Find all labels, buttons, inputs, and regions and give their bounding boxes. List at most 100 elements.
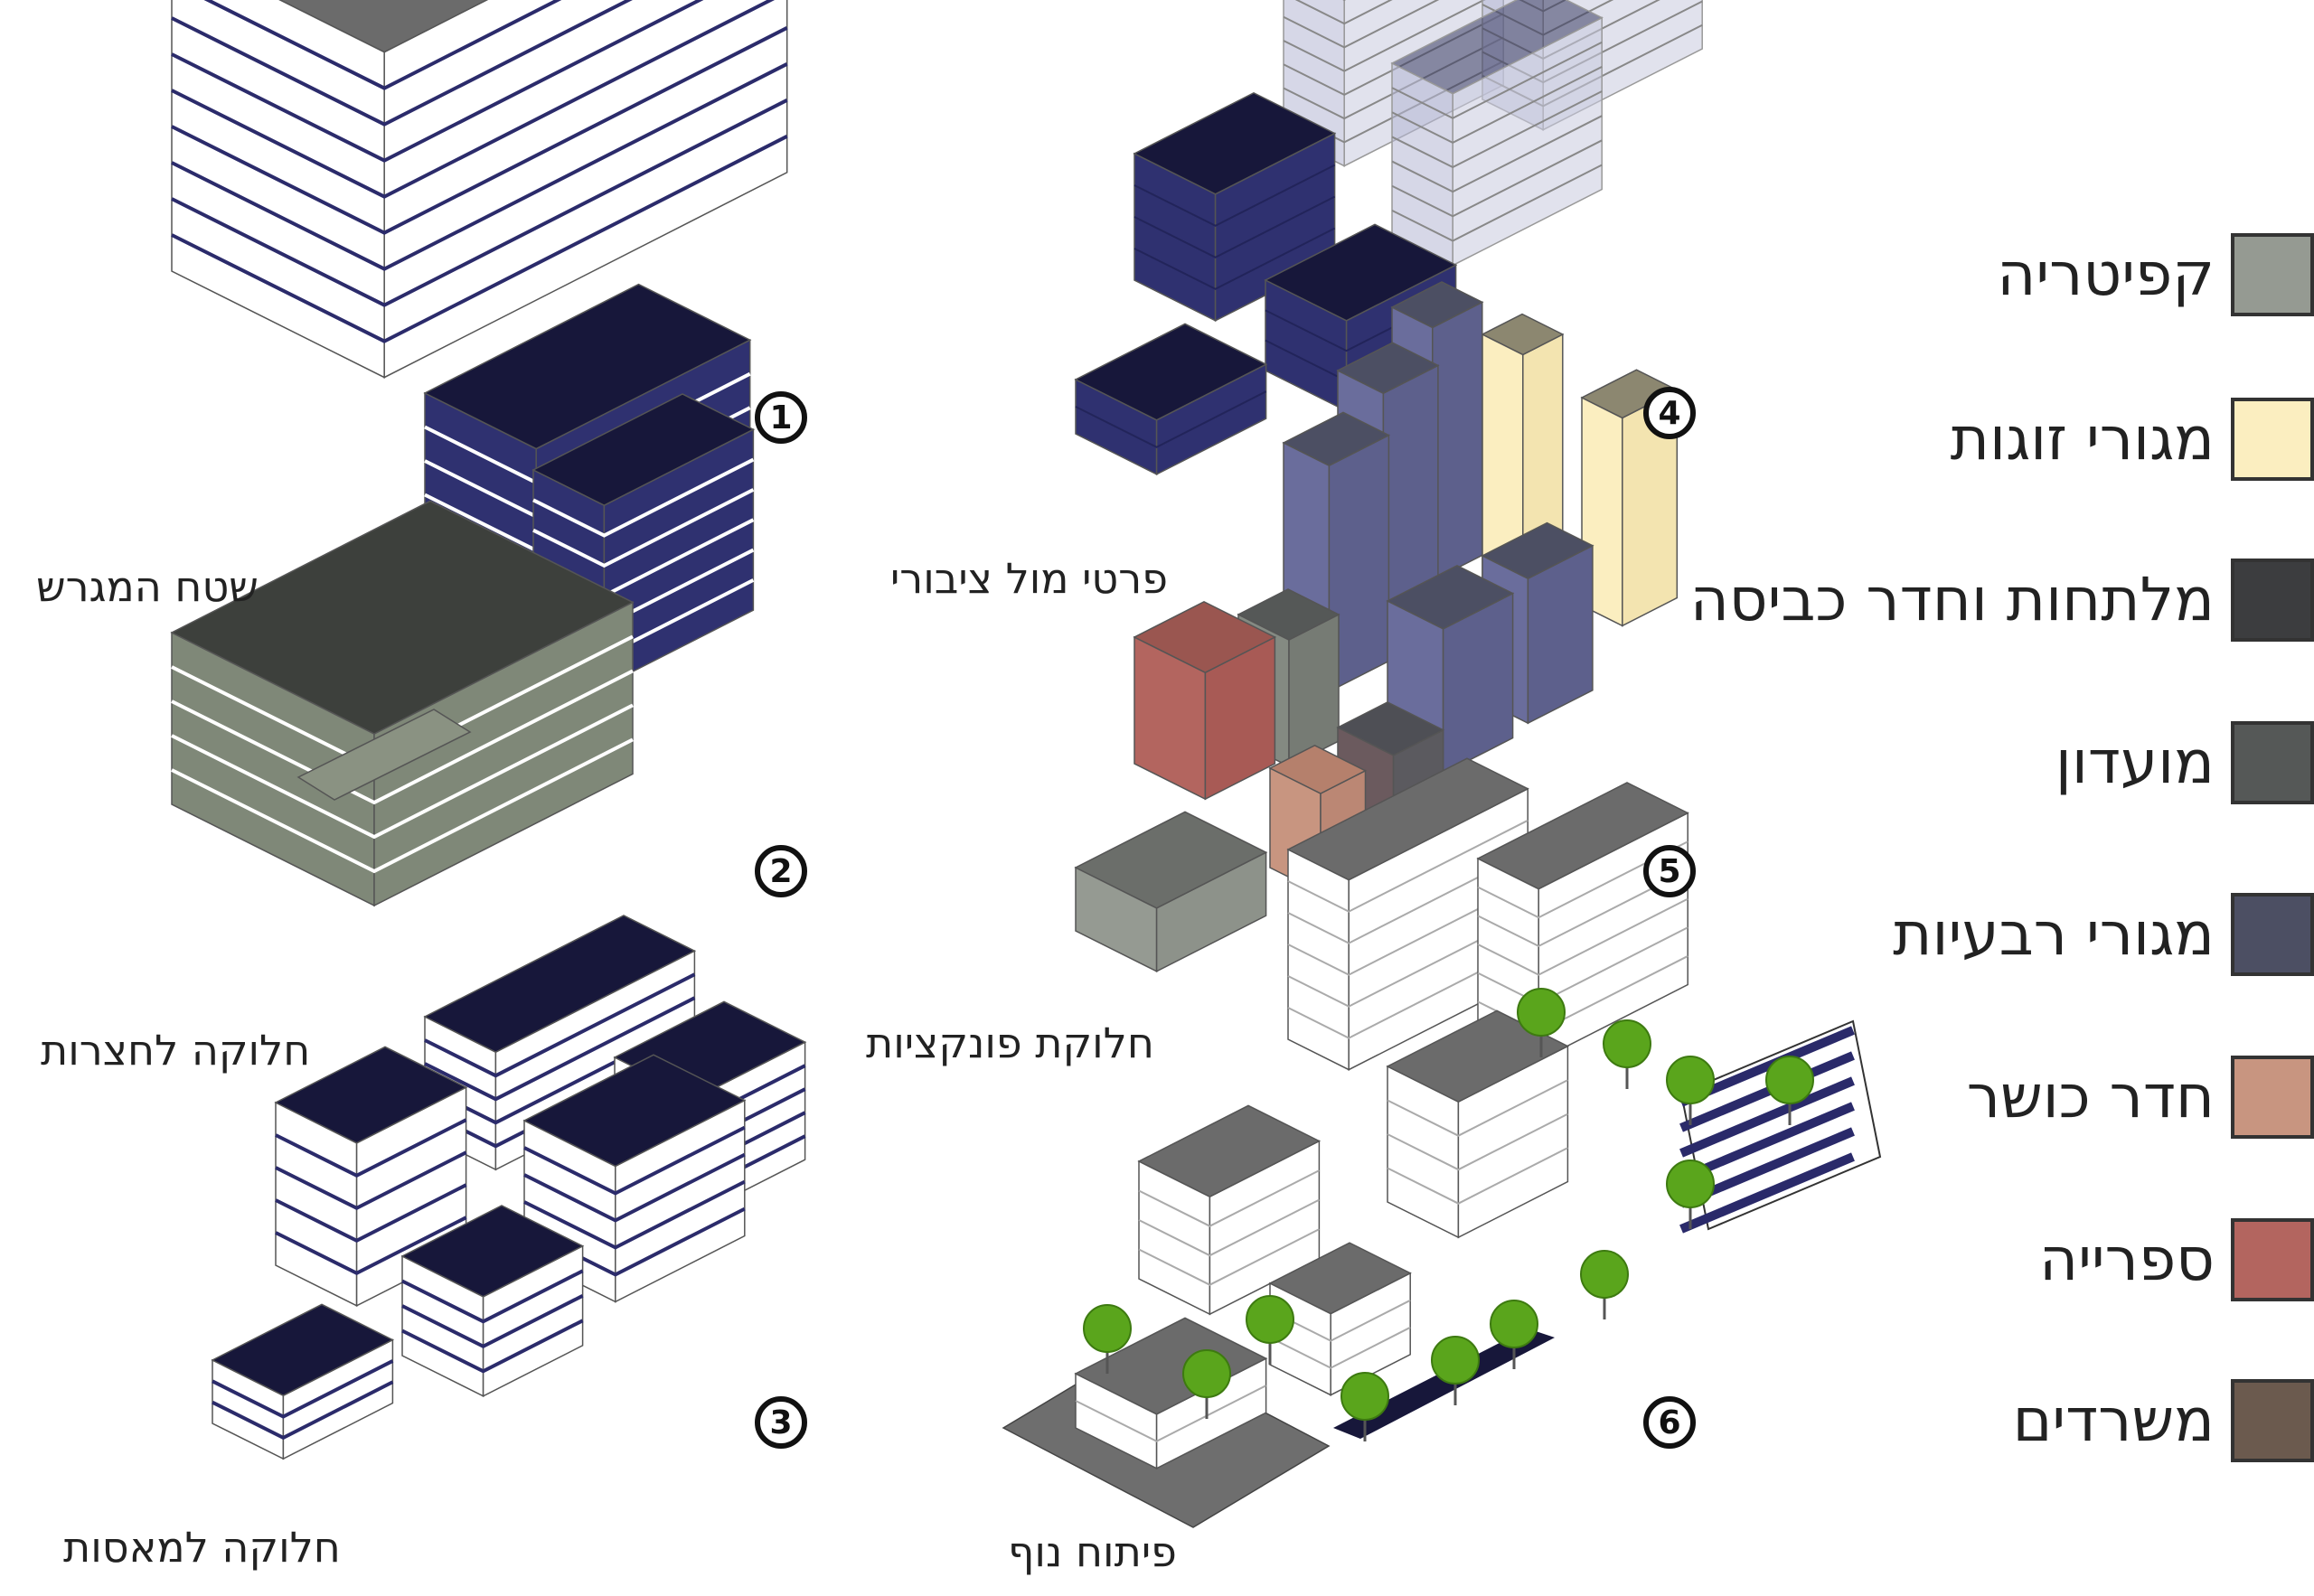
floor-line [1391,164,1603,242]
landscape-stripe [1679,1051,1855,1132]
tree-icon [1517,988,1566,1037]
roof [1476,782,1689,890]
legend-swatch [2231,1218,2314,1301]
floor-line [1391,41,1603,119]
legend-item-offices: משרדים [1681,1379,2314,1462]
floor-line [171,0,704,163]
roof [1390,0,1604,95]
roof [423,915,697,1054]
legend-swatch [2231,398,2314,481]
floor-line [1287,882,1529,976]
roof [1282,411,1391,467]
roof [1237,588,1340,641]
panel-number-1: 1 [755,391,807,444]
floor-line [171,737,634,874]
roof [1386,1009,1570,1103]
facade-left [171,0,385,379]
roof [423,283,752,450]
floor-line [1287,945,1529,1039]
roof [274,1046,468,1144]
legend-item-cafeteria: קפיטריה [1681,233,2314,316]
legend-label: מגורי רבעיות [1893,899,2215,969]
floor-line [171,0,633,127]
floor-line [1287,850,1529,944]
roof [211,1303,395,1397]
floor-line [1138,1169,1320,1227]
legend-label: משרדים [2012,1385,2215,1455]
caption-mass-division: חלוקה למאסות [63,1523,341,1572]
floor-line [171,26,788,235]
panel-5-functions [1074,281,1679,973]
tree-icon [1431,1336,1480,1385]
floor-line [1287,914,1529,1008]
legend-item-lockers-laundry: מלתחות וחדר כביסה [1681,559,2314,642]
legend-label: קפיטריה [1997,239,2215,309]
floor-line [275,1216,467,1276]
floor-line [401,1294,584,1349]
floor-line [1387,1113,1568,1171]
legend-label: חדר כושר [1966,1062,2215,1131]
floor-line [1138,1198,1320,1257]
panel-2-courtyard-blocks [170,283,756,907]
roof [1074,323,1268,421]
floor-line [275,1183,467,1244]
floor-line [1477,897,1688,976]
panel-6-landscape [1002,757,1882,1528]
roof [1481,313,1565,356]
legend-swatch [2231,1056,2314,1139]
tree-icon [1603,1019,1651,1068]
floor-line [523,1125,746,1196]
floor-line [1133,227,1336,290]
tree-icon [1666,1056,1715,1104]
caption-function-division: חלוקת פונקציות [866,1019,1154,1067]
legend-item-couples-housing: מגורי זוגות [1681,398,2314,481]
floor-line [212,1380,394,1441]
floor-line [424,972,696,1078]
tree-icon [1765,1056,1814,1104]
floor-line [1287,819,1529,913]
floor-line [523,1179,746,1250]
floor-line [171,703,634,840]
tree-icon [1083,1304,1132,1353]
floor-line [1133,164,1336,227]
roof [1074,811,1268,909]
roof [1133,91,1337,195]
tree-icon [1666,1159,1715,1208]
roof [1133,600,1277,674]
roof [1481,521,1594,580]
legend-label: ספרייה [2039,1225,2215,1294]
roof [1268,1242,1412,1315]
floor-line [203,0,562,90]
floor-line [1138,1228,1320,1286]
floor-line [212,1359,394,1419]
caption-site-area: שטח המגרש [36,562,259,611]
landscape-stripe [1679,1102,1855,1183]
floor-line [532,488,755,568]
facade-right [1432,301,1483,582]
floor-line [1477,869,1688,948]
caption-landscape-development: פיתוח נוף [1008,1527,1177,1576]
legend-label: מלתחות וחדר כביסה [1689,565,2215,634]
roof [1074,1317,1268,1415]
legend-swatch [2231,893,2314,976]
floor-line [171,0,776,199]
caption-private-vs-public: פרטי מול ציבורי [890,554,1168,603]
floor-line [1387,1079,1568,1137]
roof [400,1205,585,1298]
facade-right [1288,613,1340,768]
legend-item-library: ספרייה [1681,1218,2314,1301]
floor-line [1075,390,1267,448]
floor-line [275,1150,467,1211]
floor-line [1391,65,1603,145]
legend-swatch [2231,233,2314,316]
panel-1-site-block [171,0,788,379]
legend-item-gym: חדר כושר [1681,1056,2314,1139]
floor-line [1391,139,1603,218]
floor-line [1294,0,1393,25]
floor-line [1283,0,1486,72]
roof [1268,744,1368,794]
legend-label: מגורי זוגות [1950,404,2215,474]
floor-line [424,996,696,1102]
roof [1336,701,1445,756]
